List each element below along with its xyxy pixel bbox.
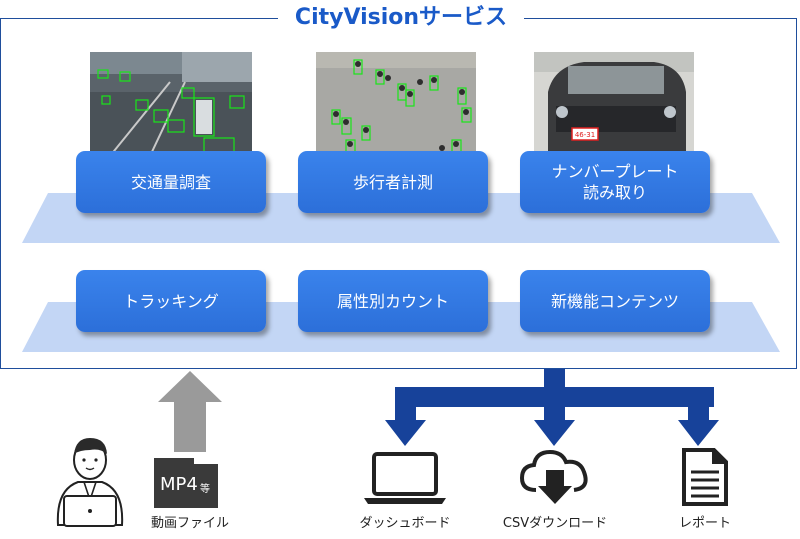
pedestrian-camera-photo <box>316 52 476 156</box>
traffic-camera-photo <box>90 52 252 156</box>
user-person-icon <box>56 438 124 527</box>
report-label: レポート <box>678 516 731 531</box>
file-badge-suffix: 等 <box>200 484 210 495</box>
attribute-count-card[interactable]: 属性別カウント <box>298 270 488 332</box>
pedestrian-count-card[interactable]: 歩行者計測 <box>298 151 488 213</box>
tracking-card[interactable]: トラッキング <box>76 270 266 332</box>
report-document-icon <box>682 448 728 506</box>
svg-text:46-31: 46-31 <box>575 131 595 139</box>
file-badge-text: MP4 <box>160 474 198 495</box>
new-content-card[interactable]: 新機能コンテンツ <box>520 270 710 332</box>
cloud-download-icon <box>519 449 588 504</box>
license-plate-photo: 46-31 <box>534 52 694 156</box>
video-file-icon <box>154 458 218 508</box>
traffic-survey-card[interactable]: 交通量調査 <box>76 151 266 213</box>
video-file-label: 動画ファイル <box>150 516 229 531</box>
service-title: CityVisionサービス <box>278 0 524 36</box>
csv-download-label: CSVダウンロード <box>502 516 608 531</box>
dashboard-label: ダッシュボード <box>359 516 451 531</box>
license-plate-card[interactable]: ナンバープレート 読み取り <box>520 151 710 213</box>
laptop-icon <box>364 452 446 504</box>
